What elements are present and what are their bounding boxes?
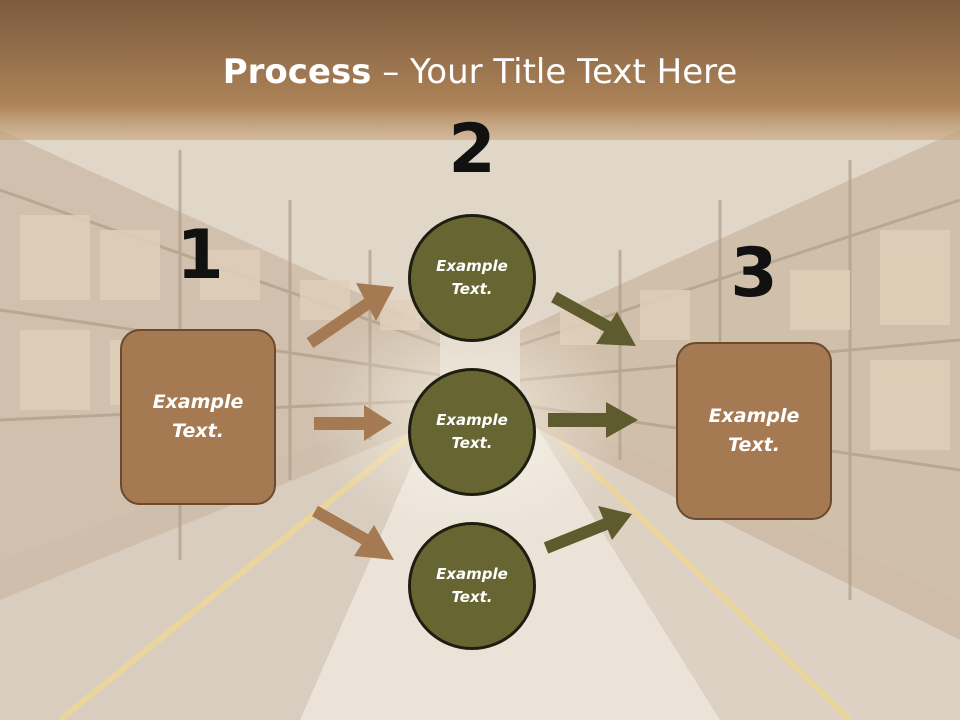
circle-middle-label: Example Text. — [436, 411, 508, 452]
arrow-bottom-to-right — [543, 506, 632, 554]
title-bold-part: Process — [222, 52, 372, 92]
circle-bottom: Example Text. — [408, 522, 536, 650]
step-3-box-label: Example Text. — [708, 405, 800, 456]
circle-top-label: Example Text. — [436, 257, 508, 298]
step-3-box: Example Text. — [676, 342, 832, 520]
arrow-left-to-top — [306, 283, 394, 348]
title-rest-part: – Your Title Text Here — [371, 52, 738, 92]
arrow-left-to-bottom — [312, 505, 394, 560]
circle-bottom-label: Example Text. — [436, 565, 508, 606]
step-number-3: 3 — [730, 234, 778, 313]
circle-top: Example Text. — [408, 214, 536, 342]
arrow-left-to-middle — [314, 405, 392, 441]
step-1-box-label: Example Text. — [152, 391, 244, 442]
arrow-middle-to-right — [548, 402, 638, 438]
step-number-1: 1 — [176, 216, 224, 295]
arrow-top-to-right — [551, 291, 636, 346]
circle-middle: Example Text. — [408, 368, 536, 496]
step-1-box: Example Text. — [120, 329, 276, 505]
step-number-2: 2 — [448, 110, 496, 189]
slide-title: Process – Your Title Text Here — [0, 52, 960, 92]
